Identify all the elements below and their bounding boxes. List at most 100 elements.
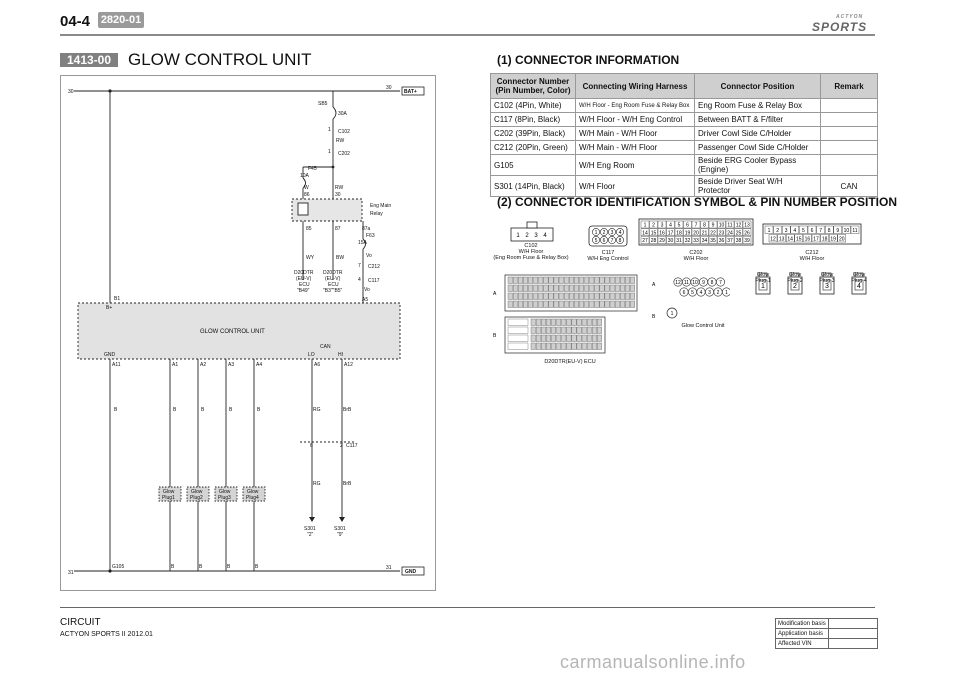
c212-pin-cell [842, 225, 851, 234]
ecu1-label-c: ECU [299, 282, 310, 288]
ecu-pin-cell [512, 276, 518, 284]
ecu-pin-cell [581, 318, 587, 326]
ecu1-label-b: (EU-V) [296, 276, 312, 282]
c212-pin: 11 [852, 228, 857, 234]
ecu-pin-cell [566, 334, 572, 342]
ecu-pin-cell [528, 276, 533, 284]
ecu-pin-cell [543, 300, 549, 308]
c202-pin-cell [666, 220, 675, 229]
ecu-pin-cell [543, 276, 549, 284]
ecu-pin-cell [592, 342, 597, 350]
glow-plug-3-a: Glow [219, 489, 231, 495]
ecu-pin-cell [543, 284, 549, 292]
relay-w: W [304, 185, 309, 191]
ecu-pin-cell [507, 334, 529, 342]
relay-85: 85 [306, 226, 312, 232]
gcu-side-b: B [652, 314, 656, 320]
c202-pin-cell [725, 228, 735, 237]
ecu-pin-cell [548, 292, 554, 300]
c212-pin: 10 [844, 228, 850, 234]
ecu-pin-cell [523, 276, 528, 284]
ecu-pin-cell [586, 326, 592, 334]
ecu-pin-cell [571, 326, 577, 334]
c202-pin: 27 [642, 238, 648, 244]
ecu-pin-cell [507, 342, 529, 350]
ecu-pin-cell [576, 342, 582, 350]
ecu-pin-cell [561, 318, 567, 326]
ecu-pin-cell [523, 292, 528, 300]
ecu-pin-cell [592, 326, 597, 334]
ecu-pin-cell [535, 326, 541, 334]
c212-pin: 4 [793, 228, 796, 234]
wire-rw: RW [336, 138, 345, 144]
ecu-pin-cell [556, 342, 562, 350]
ecu-pin-cell [566, 326, 572, 334]
c202-pin-cell [640, 236, 650, 244]
ecu-pin-cell [625, 284, 630, 292]
footer-model: ACTYON SPORTS II 2012.01 [60, 631, 153, 638]
c212-pin-cell [837, 234, 847, 243]
c202-pin-cell [717, 220, 726, 229]
ecu-pin-cell [586, 342, 592, 350]
connector-info-table: Connector Number (Pin Number, Color) Con… [490, 73, 878, 197]
c212-pin: 3 [785, 228, 788, 234]
ecu-pin-cell [558, 292, 564, 300]
ecu-pin-cell [581, 334, 587, 342]
glow-plug-1-a: Glow [163, 489, 175, 495]
ecu-pin-cell [586, 318, 592, 326]
c202-pin-cell [742, 220, 752, 229]
c202-pin: 37 [727, 238, 733, 244]
ecu-pin-cell [599, 284, 605, 292]
c202-pin: 7 [695, 223, 698, 229]
gcu-pin: 4 [700, 290, 703, 296]
c202-pin-cell [717, 236, 726, 244]
ecu-pin-cell [569, 284, 574, 292]
ecu-pin-cell [512, 284, 518, 292]
c202-pin: 8 [703, 223, 706, 229]
ecu-pin-cell [518, 276, 523, 284]
bus-31-label: 31 [68, 570, 74, 576]
ecu-pin-cell [579, 292, 584, 300]
ecu-pin-cell [546, 342, 551, 350]
c202-pin-cell [674, 220, 684, 229]
c202-pin-cell [734, 220, 743, 229]
fuse-sb5: SB5 [318, 101, 328, 107]
pin-a3: A3 [228, 362, 234, 368]
ecu-pin-cell [563, 284, 569, 292]
c202-pin-cell [708, 228, 718, 237]
ecu-pin-cell [574, 284, 579, 292]
unit-label: GLOW CONTROL UNIT [200, 329, 265, 335]
splice-s301-a-pin: "2" [307, 532, 314, 538]
ecu2-label-c: ECU [328, 282, 339, 288]
c212-pin: 5 [802, 228, 805, 234]
ecu-pin-cell [512, 292, 518, 300]
splice-s301-b-pin: "9" [337, 532, 344, 538]
ecu2-label-d: "B3""B5" [323, 288, 343, 294]
section-code: 1413-00 [60, 53, 118, 67]
unit-lo: LO [308, 352, 315, 358]
c202-pin-cell [649, 228, 658, 237]
pin-a6: A6 [314, 362, 320, 368]
ecu-pin-cell [604, 292, 610, 300]
c202-pin-cell [717, 228, 726, 237]
bat-tag: BAT+ [404, 89, 417, 95]
c117-pin: 8 [619, 238, 622, 244]
gcu-pin: 8 [711, 280, 714, 286]
c202-pin-cell [666, 236, 675, 244]
connector-c117-b: C117 [346, 443, 358, 449]
c117-pin: 4 [619, 230, 622, 236]
c212-pin-cell [768, 234, 778, 243]
glow-plug-connector-icon: 1 [755, 272, 771, 295]
ecu-pin-cell [609, 276, 615, 284]
c202-pin: 2 [652, 223, 655, 229]
model-code-badge: 2820-01 [98, 12, 144, 28]
ecu-pin-cell [546, 326, 551, 334]
wire-rg-2: RG [313, 481, 321, 487]
